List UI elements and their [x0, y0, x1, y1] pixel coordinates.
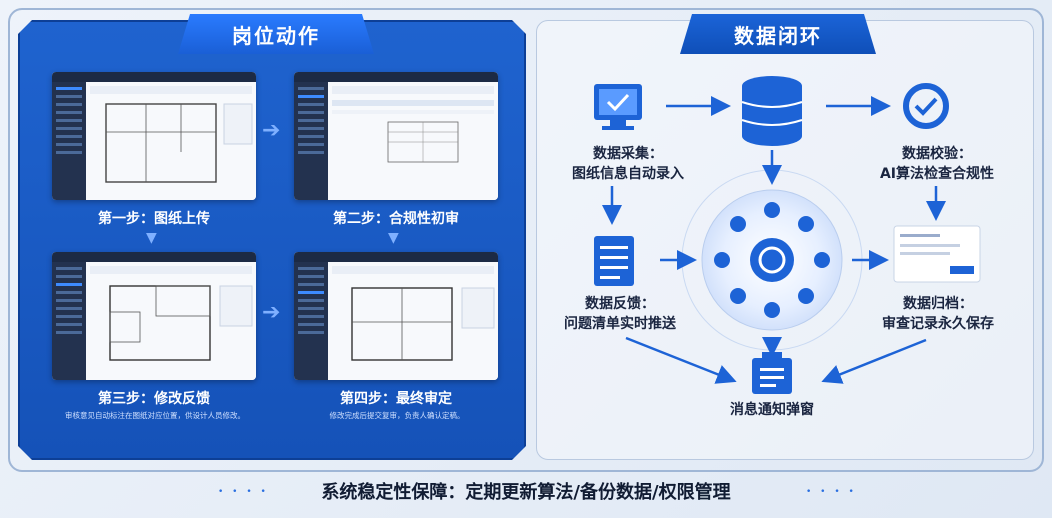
step4-label: 第四步：最终审定	[340, 391, 452, 407]
arrow-archive-to-notify	[821, 338, 927, 384]
archive-dialog-icon	[893, 225, 981, 283]
arrow-down-icon: ▼	[388, 230, 399, 246]
node-archive-label: 数据归档： 审查记录永久保存	[882, 296, 994, 332]
node-check-label: 数据校验： AI算法检查合规性	[879, 146, 995, 182]
hub-satellite-icons	[714, 202, 830, 318]
review-table-drawing	[332, 86, 494, 163]
decor-dots: • • • •	[218, 487, 269, 497]
step1-label: 第一步：图纸上传	[98, 211, 210, 227]
step2-label: 第二步：合规性初审	[333, 211, 459, 227]
node-collect-label: 数据采集： 图纸信息自动录入	[572, 146, 684, 182]
step1-screenshot	[52, 72, 256, 200]
data-loop-title: 数据闭环	[680, 14, 876, 54]
outer-frame	[8, 8, 1044, 472]
step4-desc: 修改完成后提交复审，负责人确认定稿。	[329, 411, 465, 420]
hub-center-icon	[750, 238, 794, 282]
floorplan-drawing-1	[90, 86, 253, 183]
floorplan-drawing-4	[332, 266, 495, 361]
decor-dots: • • • •	[806, 487, 857, 497]
step3-desc: 审核意见自动标注在图纸对应位置，供设计人员修改。	[65, 411, 245, 420]
step4-screenshot	[294, 252, 498, 380]
step2-screenshot	[294, 72, 498, 200]
database-icon	[741, 76, 803, 146]
step3-screenshot	[52, 252, 256, 380]
arrow-right-icon: ➔	[262, 118, 281, 143]
job-actions-title: 岗位动作	[178, 14, 374, 54]
data-loop-diagram	[594, 76, 981, 394]
step3-label: 第三步：修改反馈	[98, 391, 210, 407]
arrow-down-icon: ▼	[146, 230, 157, 246]
notification-clipboard-icon	[752, 352, 792, 394]
footer-text: 系统稳定性保障：定期更新算法/备份数据/权限管理	[321, 482, 731, 503]
ai-check-icon	[903, 83, 949, 129]
document-list-icon	[594, 236, 634, 286]
arrow-feedback-to-notify	[625, 336, 737, 384]
node-feedback-label: 数据反馈： 问题清单实时推送	[564, 296, 676, 332]
arrow-right-icon: ➔	[262, 300, 281, 325]
floorplan-drawing-3	[90, 266, 253, 361]
monitor-check-icon	[594, 84, 642, 130]
node-notify-label: 消息通知弹窗	[730, 402, 814, 418]
